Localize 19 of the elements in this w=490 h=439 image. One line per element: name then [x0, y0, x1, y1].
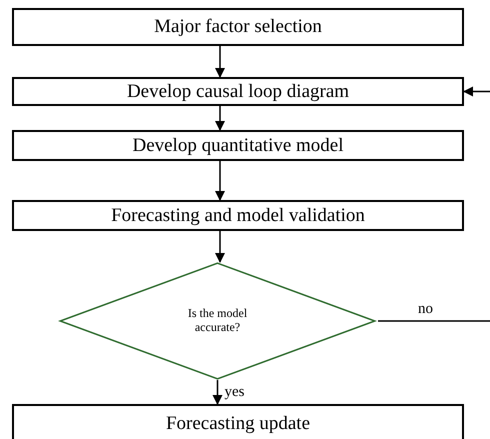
process-box — [12, 77, 464, 106]
process-box — [12, 200, 464, 231]
arrow — [212, 380, 222, 405]
connector-line — [378, 320, 490, 322]
arrow — [215, 231, 225, 263]
process-box — [12, 130, 464, 161]
step-label: Forecasting update — [166, 413, 310, 435]
process-box — [12, 404, 464, 439]
step-label: Develop causal loop diagram — [126, 80, 350, 102]
step-label: Develop quantitative model — [132, 134, 344, 156]
arrow — [463, 86, 490, 96]
arrow — [215, 161, 225, 201]
arrow — [215, 106, 225, 131]
step-label: Major factor selection — [154, 16, 322, 38]
arrow — [215, 46, 225, 78]
step-label: Forecasting and model validation — [111, 204, 365, 226]
decision-question: Is the model accurate? — [186, 307, 248, 335]
process-box — [12, 8, 464, 46]
decision-diamond — [57, 262, 378, 380]
